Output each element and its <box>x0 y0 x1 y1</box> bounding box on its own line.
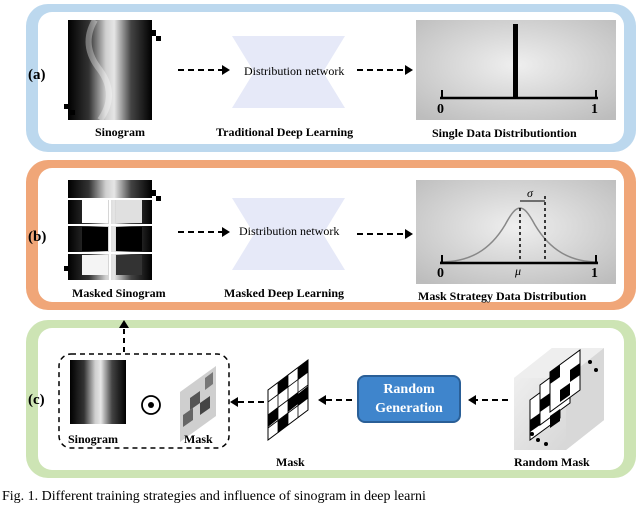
dashed-arrow-a1 <box>178 65 230 75</box>
sinogram-a <box>64 18 161 122</box>
sinogram-caption-a: Sinogram <box>95 125 146 139</box>
axis-max-a: 1 <box>591 102 598 117</box>
mid-mask-caption: Mask <box>276 455 305 469</box>
masked-sinogram-caption: Masked Sinogram <box>72 286 166 300</box>
output-caption-a: Single Data Distributiontion <box>432 126 577 140</box>
random-generation-box: Random Generation <box>357 375 461 423</box>
mask-c <box>267 359 309 441</box>
dashed-arrow-b2 <box>357 229 413 239</box>
mask-caption-c: Mask <box>184 432 213 446</box>
dashed-arrow-a2 <box>357 65 413 75</box>
sigma-label: σ <box>527 186 533 200</box>
sinogram-mask-group <box>58 353 230 449</box>
method-caption-b: Masked Deep Learning <box>224 286 344 300</box>
dashed-arrow-c1 <box>468 395 508 405</box>
random-mask-caption: Random Mask <box>514 455 590 469</box>
axis-min-b: 0 <box>437 266 444 281</box>
method-caption-a: Traditional Deep Learning <box>216 125 354 139</box>
plot-a <box>416 20 616 120</box>
sinogram-caption-c: Sinogram <box>68 432 119 446</box>
dashed-arrow-c3 <box>230 397 264 407</box>
dashed-arrow-up <box>119 320 129 352</box>
dashed-arrow-c2 <box>318 395 352 405</box>
panel-label-c: (c) <box>28 392 45 408</box>
axis-max-b: 1 <box>591 266 598 281</box>
network-label-a: Distribution network <box>244 64 345 78</box>
network-label-b: Distribution network <box>239 224 340 238</box>
dashed-arrow-b1 <box>178 227 230 237</box>
network-a <box>232 36 345 108</box>
masked-sinogram-b <box>64 180 161 280</box>
panel-label-b: (b) <box>28 229 47 245</box>
panel-label-a: (a) <box>28 67 46 83</box>
generator-line1: Random <box>383 382 435 397</box>
mu-label: μ <box>515 264 522 278</box>
random-mask-cube <box>514 348 604 450</box>
network-b <box>232 198 345 270</box>
generator-line2: Generation <box>375 401 443 416</box>
figure-caption: Fig. 1. Different training strategies an… <box>2 489 426 504</box>
plot-b <box>416 180 616 284</box>
axis-min-a: 0 <box>437 102 444 117</box>
output-caption-b: Mask Strategy Data Distribution <box>418 289 587 303</box>
